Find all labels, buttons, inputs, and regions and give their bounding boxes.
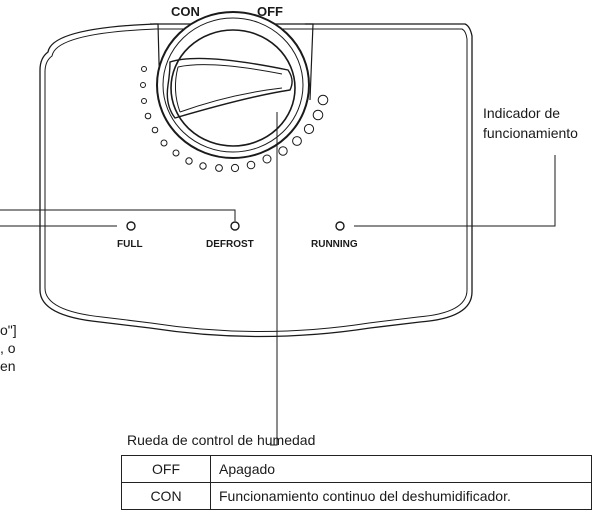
scale-dot: [215, 164, 223, 172]
humidity-scale-dots: [140, 66, 329, 173]
table-row: CON Funcionamiento continuo del deshumid…: [121, 482, 592, 510]
running-callout-line1: Indicador de: [483, 105, 561, 121]
left-callout-fragment1: o"]: [0, 322, 17, 338]
humidity-dial[interactable]: [156, 11, 310, 159]
full-indicator-lamp: [126, 221, 136, 231]
dial-grip-left-cap: [174, 66, 181, 113]
scale-dot: [292, 136, 302, 146]
table-row: OFF Apagado: [121, 455, 592, 483]
scale-dot: [144, 112, 152, 120]
dial-con-label: CON: [171, 4, 200, 19]
running-callout-line2: funcionamiento: [483, 125, 578, 141]
scale-dot: [262, 154, 272, 164]
running-leader-line: [354, 155, 556, 227]
scale-dot: [151, 126, 159, 134]
panel-body-inner-outline: [44, 28, 468, 332]
scale-dot: [278, 146, 288, 156]
legend-code-cell: OFF: [121, 455, 211, 483]
left-callout-fragment2: , o: [0, 340, 16, 356]
dial-grip: [166, 57, 293, 119]
humidity-wheel-leader-line: [270, 112, 278, 446]
defrost-leader-line: [0, 209, 236, 221]
running-indicator-label: RUNNING: [311, 239, 358, 250]
humidity-wheel-callout: Rueda de control de humedad: [127, 432, 316, 448]
scale-dot: [246, 160, 256, 170]
left-callout-fragment3: en: [0, 358, 16, 374]
defrost-indicator-lamp: [230, 221, 240, 231]
scale-dot: [141, 98, 147, 104]
running-indicator-lamp: [335, 221, 345, 231]
scale-dot: [303, 123, 315, 135]
full-indicator-label: FULL: [117, 239, 143, 250]
scale-dot: [172, 149, 180, 157]
legend-description-cell: Apagado: [210, 455, 592, 483]
scale-dot: [199, 162, 207, 170]
scale-dot: [160, 139, 168, 147]
dial-grip-inner-bottom: [179, 87, 283, 113]
legend-description-cell: Funcionamiento continuo del deshumidific…: [210, 482, 592, 510]
dial-legend-table: OFF Apagado CON Funcionamiento continuo …: [121, 455, 592, 510]
dial-notch-right: [305, 23, 314, 101]
scale-dot: [185, 157, 193, 165]
legend-code-cell: CON: [121, 482, 211, 510]
dial-off-label: OFF: [257, 4, 283, 19]
defrost-indicator-label: DEFROST: [206, 239, 254, 250]
scale-dot: [140, 82, 146, 88]
scale-dot: [312, 109, 324, 121]
scale-dot: [317, 94, 329, 106]
scale-dot: [141, 66, 147, 72]
dial-grip-inner-top: [177, 64, 283, 75]
scale-dot: [230, 163, 240, 173]
